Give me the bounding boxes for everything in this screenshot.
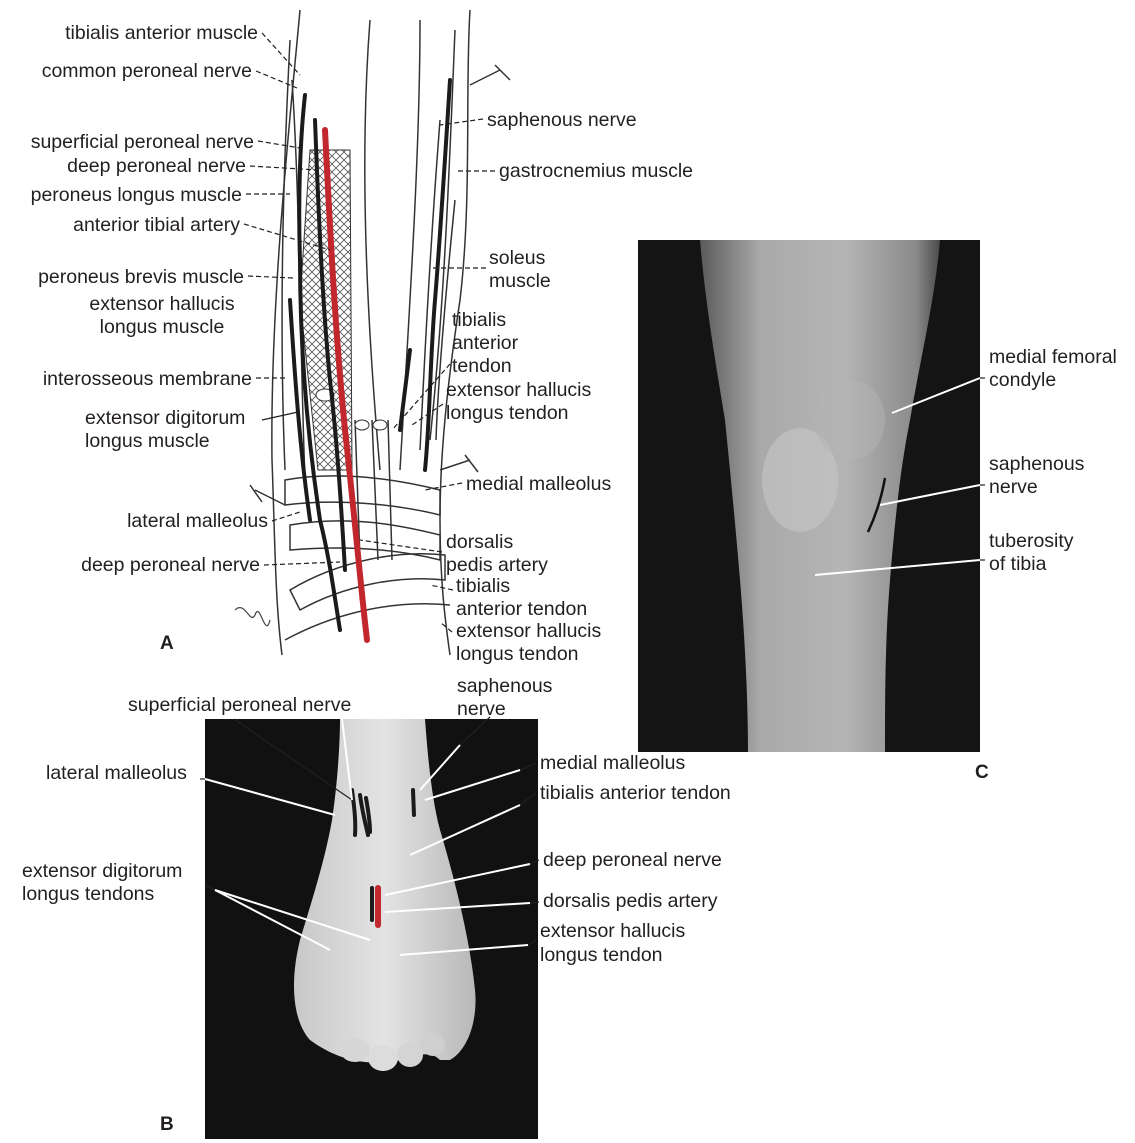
label-lateral-malleolus-b: lateral malleolus: [46, 762, 187, 784]
label-extensor-hallucis-longus-tendon-low-2: longus tendon: [456, 643, 579, 665]
panel-b-photo: [205, 719, 538, 1139]
label-tibialis-anterior-tendon-b: tibialis anterior tendon: [540, 782, 731, 804]
label-saphenous-nerve-b-1: saphenous: [457, 675, 553, 697]
label-medial-femoral-condyle-2: condyle: [989, 369, 1056, 391]
label-superficial-peroneal-nerve: superficial peroneal nerve: [31, 131, 254, 153]
label-dorsalis-pedis-artery-2: pedis artery: [446, 554, 548, 576]
label-medial-malleolus-b: medial malleolus: [540, 752, 685, 774]
label-extensor-hallucis-longus-tendon-2: longus tendon: [446, 402, 569, 424]
label-peroneus-brevis-muscle: peroneus brevis muscle: [38, 266, 244, 288]
label-deep-peroneal-nerve-top: deep peroneal nerve: [67, 155, 246, 177]
label-superficial-peroneal-nerve-b: superficial peroneal nerve: [128, 694, 351, 716]
label-dorsalis-pedis-artery-b: dorsalis pedis artery: [543, 890, 718, 912]
label-saphenous-nerve-a: saphenous nerve: [487, 109, 637, 131]
label-peroneus-longus-muscle: peroneus longus muscle: [31, 184, 242, 206]
panel-letter-b: B: [160, 1114, 174, 1135]
label-extensor-digitorum-longus-tendons-2: longus tendons: [22, 883, 155, 905]
label-extensor-hallucis-longus-tendon-low-1: extensor hallucis: [456, 620, 601, 642]
panel-a-labels-left: tibialis anterior muscle common peroneal…: [31, 22, 269, 576]
label-tibialis-anterior-tendon-low-2: anterior tendon: [456, 598, 587, 620]
label-gastrocnemius-muscle: gastrocnemius muscle: [499, 160, 693, 182]
label-tuberosity-of-tibia-2: of tibia: [989, 553, 1047, 575]
label-tibialis-anterior-tendon-2: anterior: [452, 332, 519, 354]
label-interosseous-membrane: interosseous membrane: [43, 368, 252, 390]
label-extensor-digitorum-longus-tendons-1: extensor digitorum: [22, 860, 182, 882]
label-saphenous-nerve-b-2: nerve: [457, 698, 506, 720]
label-medial-malleolus-a: medial malleolus: [466, 473, 611, 495]
label-tibialis-anterior-muscle: tibialis anterior muscle: [65, 22, 258, 44]
label-soleus-2: muscle: [489, 270, 551, 292]
label-extensor-hallucis-longus-tendon-b-2: longus tendon: [540, 944, 663, 966]
label-extensor-hallucis-longus-tendon-1: extensor hallucis: [446, 379, 591, 401]
label-extensor-digitorum-longus-muscle-2: longus muscle: [85, 430, 210, 452]
label-saphenous-nerve-c-1: saphenous: [989, 453, 1085, 475]
label-extensor-hallucis-longus-muscle-1: extensor hallucis: [89, 293, 234, 315]
label-dorsalis-pedis-artery-1: dorsalis: [446, 531, 513, 553]
label-extensor-digitorum-longus-muscle-1: extensor digitorum: [85, 407, 245, 429]
label-common-peroneal-nerve: common peroneal nerve: [42, 60, 252, 82]
label-anterior-tibial-artery: anterior tibial artery: [73, 214, 240, 236]
label-deep-peroneal-nerve-b: deep peroneal nerve: [543, 849, 722, 871]
label-extensor-hallucis-longus-tendon-b-1: extensor hallucis: [540, 920, 685, 942]
panel-c-labels: medial femoral condyle saphenous nerve t…: [989, 346, 1117, 575]
label-tibialis-anterior-tendon-3: tendon: [452, 355, 512, 377]
label-tibialis-anterior-tendon-low-1: tibialis: [456, 575, 510, 597]
label-deep-peroneal-nerve-bottom: deep peroneal nerve: [81, 554, 260, 576]
label-saphenous-nerve-c-2: nerve: [989, 476, 1038, 498]
label-lateral-malleolus-a: lateral malleolus: [127, 510, 268, 532]
label-tibialis-anterior-tendon-1: tibialis: [452, 309, 506, 331]
label-medial-femoral-condyle-1: medial femoral: [989, 346, 1117, 368]
panel-letter-a: A: [160, 633, 174, 654]
label-tuberosity-of-tibia-1: tuberosity: [989, 530, 1074, 552]
label-soleus-1: soleus: [489, 247, 546, 269]
label-extensor-hallucis-longus-muscle-2: longus muscle: [100, 316, 225, 338]
panel-letter-c: C: [975, 762, 989, 783]
